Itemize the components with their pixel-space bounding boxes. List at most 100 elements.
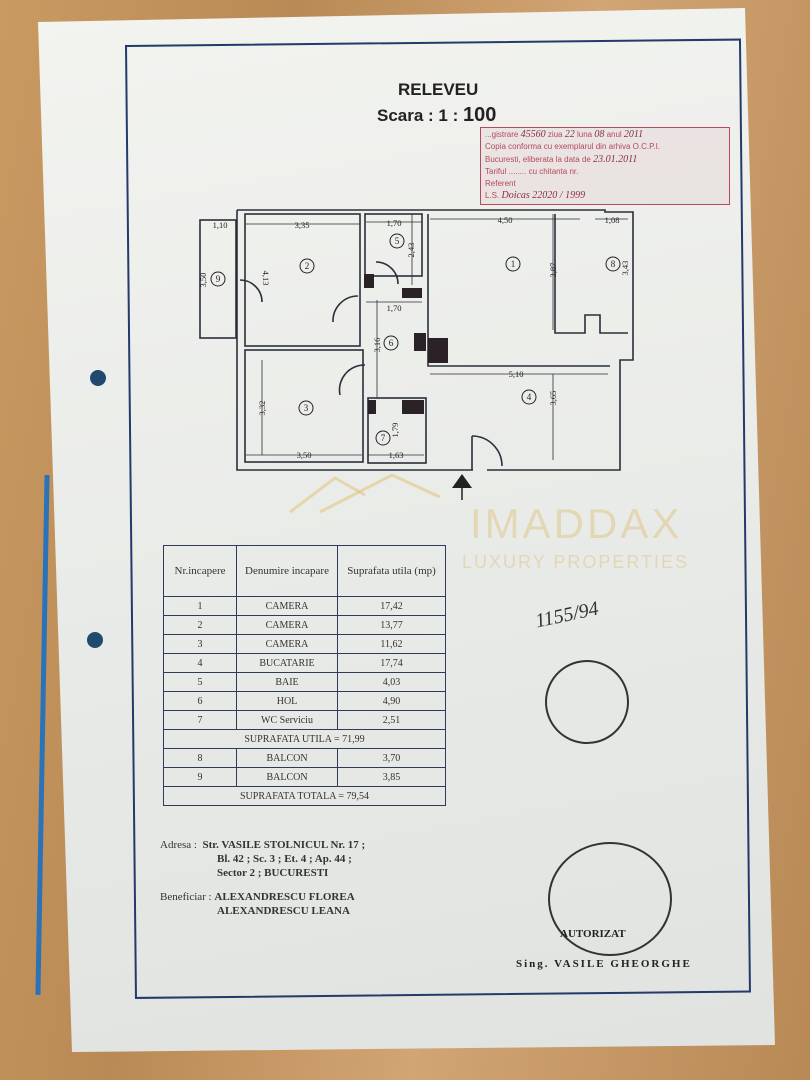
table-cell: 3 [304,403,309,413]
stamp-text: L.S. [485,191,500,201]
table-cell: 5 [395,236,400,246]
structural-columns [364,274,448,414]
table-cell: 2,51 [337,710,446,730]
beneficiary-name: ALEXANDRESCU LEANA [217,905,350,917]
scale-value: 100 [463,104,497,126]
stamp-date: 23.01.2011 [593,153,638,165]
address-block: Adresa : Str. VASILE STOLNICUL Nr. 17 ; … [160,838,365,918]
dimension-label: 3,32 [257,401,267,416]
total-cell: SUPRAFATA TOTALA = 79,54 [163,786,446,806]
punch-hole [90,370,106,386]
room-number-7: 7 [375,430,391,446]
table-cell: BUCATARIE [236,653,338,673]
table-cell: 17,42 [337,596,446,616]
stamp-text: Referent [485,179,516,189]
table-cell: 3,70 [337,748,446,768]
dimension-label: 3,50 [297,450,312,460]
stamp-day: 22 [564,129,575,140]
table-cell: 6 [163,691,237,711]
table-cell: BALCON [236,767,338,787]
table-cell: 7 [163,710,237,730]
table-cell: CAMERA [236,615,338,635]
document-title: RELEVEU [398,80,479,99]
signer-name: Sing. VASILE GHEORGHE [516,958,692,970]
table-cell: CAMERA [236,634,338,654]
room-number-1: 1 [505,256,521,272]
room-number-3: 3 [298,400,314,416]
address-line: Str. VASILE STOLNICUL Nr. 17 ; [202,839,366,851]
watermark-brand: IMADDAX [470,500,683,547]
table-cell: 2 [163,615,237,635]
stamp-year: 2011 [623,129,644,140]
watermark-logo-icon [289,473,441,514]
rooms-table: Nr.incapere Denumire incapare Suprafata … [163,545,446,806]
dimension-labels: 1,10 3,35 1,70 4,50 1,08 3,50 4,13 2,43 … [198,215,630,460]
room-number-8: 8 [605,256,621,272]
beneficiary-name: ALEXANDRESCU FLOREA [214,891,355,903]
dimension-label: 5,10 [509,369,524,379]
dimension-label: 1,63 [389,450,404,460]
room-number-2: 2 [299,258,315,274]
stamp-text: ziua [547,130,563,139]
table-cell: 7 [381,433,386,443]
dimension-label: 4,13 [261,271,271,286]
room-number-5: 5 [389,233,405,249]
stamp-text: luna [576,130,593,139]
stamp-text: anul [606,130,622,139]
dimension-label: 3,65 [548,391,558,406]
punch-hole [87,632,103,648]
dimension-label: 3,16 [372,338,382,353]
table-cell: BAIE [236,672,338,692]
room-number-6: 6 [383,335,399,351]
table-cell: 9 [216,274,221,284]
table-cell: 4 [527,392,532,402]
table-header-row: Nr.incapere Denumire incapare Suprafata … [163,545,446,597]
stamp-text: Tariful ........ cu chitanta nr. [485,166,579,176]
table-cell: 1 [163,596,237,616]
table-cell: 11,62 [337,634,446,654]
dimension-label: 4,50 [498,215,513,225]
registration-stamp: ...gistrare 45560 ziua 22 luna 08 anul 2… [480,127,730,205]
stamp-month: 08 [594,129,605,140]
table-cell: 1 [511,259,516,269]
dimension-label: 3,50 [198,273,208,288]
stamp-number: 45560 [520,129,546,140]
dimension-label: 3,35 [295,220,310,230]
table-cell: 4,03 [337,672,446,692]
column-header: Denumire incapare [236,545,338,597]
scale-text: Scara : 1 : [377,106,459,125]
room-numbers: 1 2 3 4 5 6 7 8 9 [210,233,621,446]
entrance-arrow [452,474,472,500]
dimension-label: 3,43 [620,261,630,276]
total-row: SUPRAFATA TOTALA = 79,54 [163,786,446,806]
column-header: Suprafata utila (mp) [337,545,446,597]
table-cell: 13,77 [337,615,446,635]
room-number-4: 4 [521,389,537,405]
watermark-tagline: LUXURY PROPERTIES [462,552,690,572]
dimension-label: 1,08 [605,215,620,225]
dimension-label: 1,79 [390,423,400,438]
dimension-label: 2,43 [406,243,416,258]
table-cell: 4,90 [337,691,446,711]
stamp-text: Copia conforma cu exemplarul din arhiva … [485,142,661,152]
stamp-ls-value: Doicas 22020 / 1999 [501,190,586,202]
column-header: Nr.incapere [163,545,237,597]
authorization-round-stamp [548,842,672,956]
authorized-label: AUTORIZAT [560,928,626,940]
walls [199,209,634,471]
table-cell: HOL [236,691,338,711]
table-cell: 3 [163,634,237,654]
table-cell: BALCON [236,748,338,768]
stamp-text: ...gistrare [485,130,519,139]
dimension-label: 1,70 [387,218,402,228]
table-cell: 5 [163,672,237,692]
table-cell: 2 [305,261,310,271]
subtotal-row: SUPRAFATA UTILA = 71,99 [163,729,446,749]
address-line: Sector 2 ; BUCURESTI [217,867,329,879]
